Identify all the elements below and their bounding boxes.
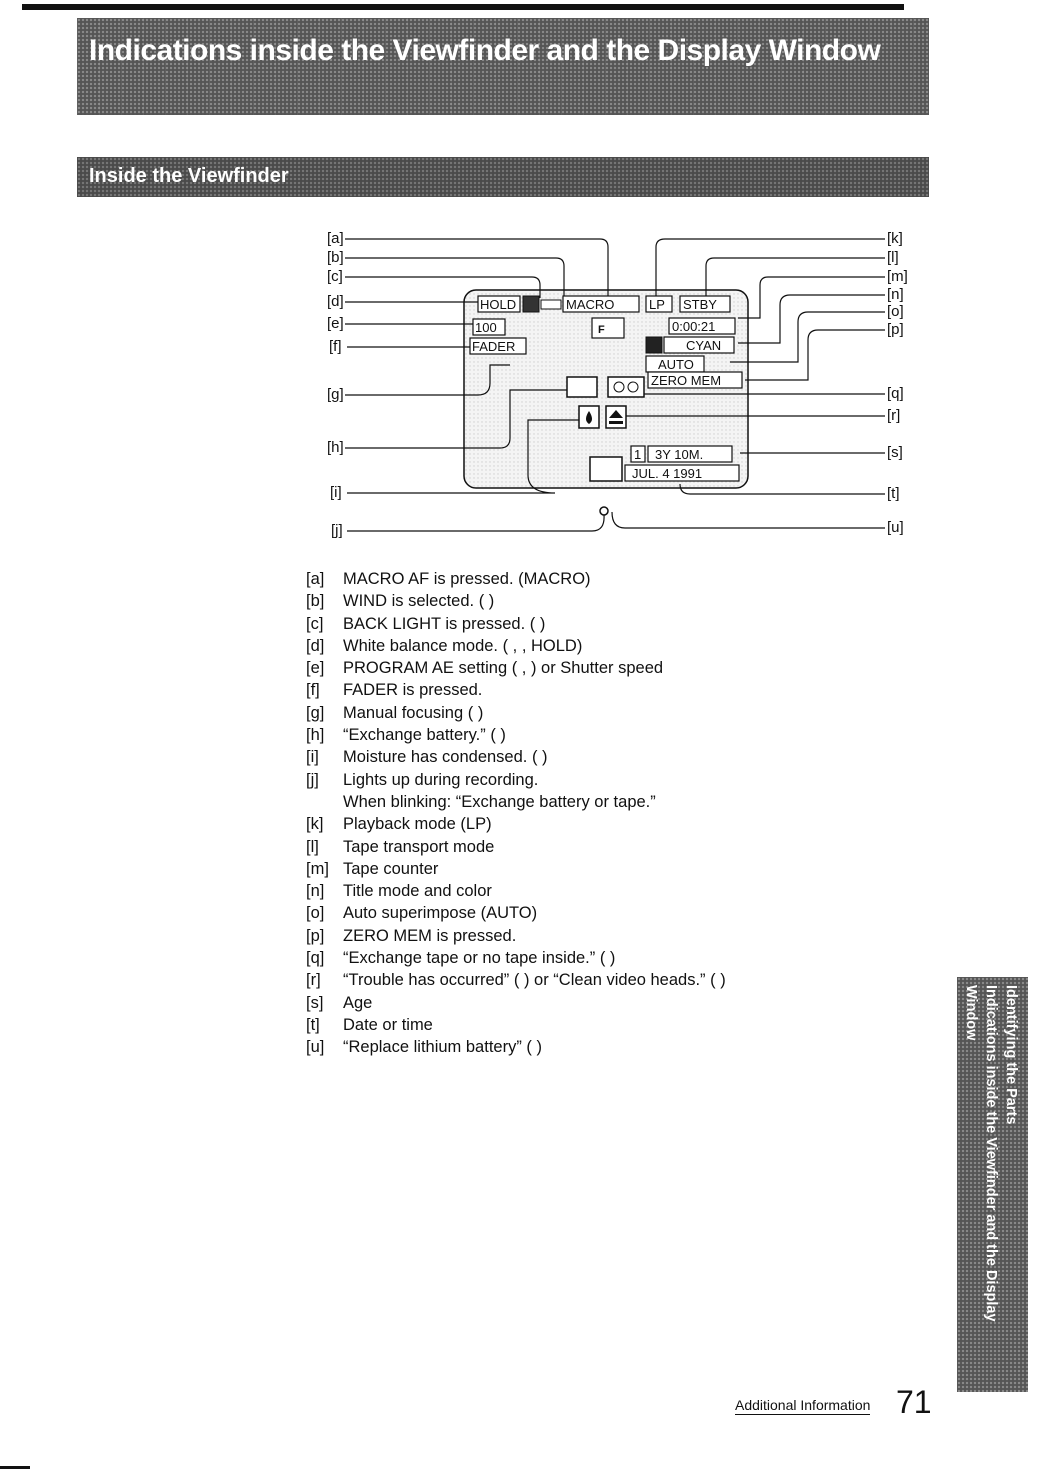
callout-o: [o]	[887, 303, 904, 320]
screen-zero-mem: ZERO MEM	[651, 373, 721, 388]
page-number: 71	[896, 1384, 932, 1420]
callout-a: [a]	[327, 230, 344, 247]
callout-r: [r]	[887, 407, 900, 424]
edge-mark	[0, 1466, 30, 1469]
screen-fader: FADER	[472, 339, 515, 354]
callout-k: [k]	[887, 230, 903, 247]
callout-u: [u]	[887, 519, 904, 536]
legend-list: [a]MACRO AF is pressed. (MACRO) [b]WIND …	[306, 568, 846, 1059]
callout-m: [m]	[887, 268, 908, 285]
screen-counter: 0:00:21	[672, 319, 715, 334]
recording-lamp	[599, 506, 609, 516]
legend-row: [g]Manual focusing ( )	[306, 703, 484, 722]
callout-p: [p]	[887, 321, 904, 338]
legend-row: [l]Tape transport mode	[306, 837, 495, 856]
legend-row: [u]“Replace lithium battery” ( )	[306, 1038, 542, 1057]
tape-icon	[607, 376, 645, 398]
screen-macro: MACRO	[566, 297, 614, 312]
legend-row: [i]Moisture has condensed. ( )	[306, 748, 548, 767]
callout-b: [b]	[327, 249, 344, 266]
legend-row: [q]“Exchange tape or no tape inside.” ( …	[306, 949, 616, 968]
screen-age: 3Y 10M.	[655, 447, 703, 462]
legend-row: [s]Age	[306, 993, 373, 1012]
legend-row: [r]“Trouble has occurred” ( ) or “Clean …	[306, 971, 726, 990]
page-title: Indications inside the Viewfinder and th…	[89, 34, 881, 67]
lithium-battery-icon	[589, 456, 623, 482]
callout-t: [t]	[887, 485, 900, 502]
viewfinder-diagram: [a] [b] [c] [d] [e] [f] [g] [h] [i] [j] …	[327, 230, 908, 539]
wind-icon	[540, 299, 562, 310]
legend-row: [c]BACK LIGHT is pressed. ( )	[306, 614, 546, 633]
legend-row: [o]Auto superimpose (AUTO)	[306, 904, 538, 923]
title-icon	[645, 336, 663, 354]
legend-row: [p]ZERO MEM is pressed.	[306, 926, 517, 945]
legend-row: [f]FADER is pressed.	[306, 681, 483, 700]
legend-row: When blinking: “Exchange battery or tape…	[343, 792, 656, 811]
footer-section: Additional Information	[735, 1397, 871, 1415]
section-banner: Inside the Viewfinder	[77, 157, 929, 197]
legend-row: [d]White balance mode. ( , , HOLD)	[306, 636, 583, 655]
callout-h: [h]	[327, 439, 344, 456]
side-tab-line-1: Identifying the Parts	[1003, 985, 1019, 1125]
callout-s: [s]	[887, 444, 903, 461]
screen-auto: AUTO	[658, 357, 694, 372]
legend-row: [n]Title mode and color	[306, 882, 492, 901]
section-title: Inside the Viewfinder	[89, 165, 289, 187]
callout-e: [e]	[327, 315, 344, 332]
screen-hold: HOLD	[480, 297, 516, 312]
side-index-tab: Identifying the Parts Indications inside…	[957, 977, 1028, 1392]
svg-text:F: F	[598, 324, 605, 336]
legend-row: [m]Tape counter	[306, 859, 439, 878]
callout-q: [q]	[887, 385, 904, 402]
legend-row: [j]Lights up during recording.	[306, 770, 539, 789]
callout-n: [n]	[887, 286, 904, 303]
callout-g: [g]	[327, 386, 344, 403]
legend-row: [a]MACRO AF is pressed. (MACRO)	[306, 570, 591, 588]
legend-row: [k]Playback mode (LP)	[306, 815, 492, 834]
callout-f: [f]	[329, 338, 342, 355]
side-tab-line-2: Indications inside the Viewfinder and th…	[983, 985, 999, 1322]
side-tab-line-3: Window	[963, 985, 979, 1041]
callout-d: [d]	[327, 293, 344, 310]
top-rule	[22, 4, 904, 10]
screen-shutter: 100	[475, 320, 497, 335]
callout-c: [c]	[327, 268, 343, 285]
legend-row: [e]PROGRAM AE setting ( , ) or Shutter s…	[306, 659, 664, 678]
legend-row: [h]“Exchange battery.” ( )	[306, 726, 506, 745]
battery-icon	[566, 376, 598, 398]
screen-lp: LP	[649, 297, 665, 312]
screen-age-number: 1	[634, 447, 641, 462]
manual-focus-icon	[591, 317, 625, 339]
backlight-icon	[522, 295, 540, 313]
legend-row: [b]WIND is selected. ( )	[306, 592, 495, 611]
callout-i: [i]	[330, 484, 342, 501]
leader-lines	[345, 238, 885, 532]
screen-stby: STBY	[683, 297, 717, 312]
title-banner: Indications inside the Viewfinder and th…	[77, 18, 929, 115]
screen-title-color: CYAN	[686, 338, 721, 353]
callout-l: [l]	[887, 249, 899, 266]
callout-j: [j]	[331, 522, 343, 539]
screen-date: JUL. 4 1991	[632, 466, 702, 481]
legend-row: [t]Date or time	[306, 1015, 433, 1034]
